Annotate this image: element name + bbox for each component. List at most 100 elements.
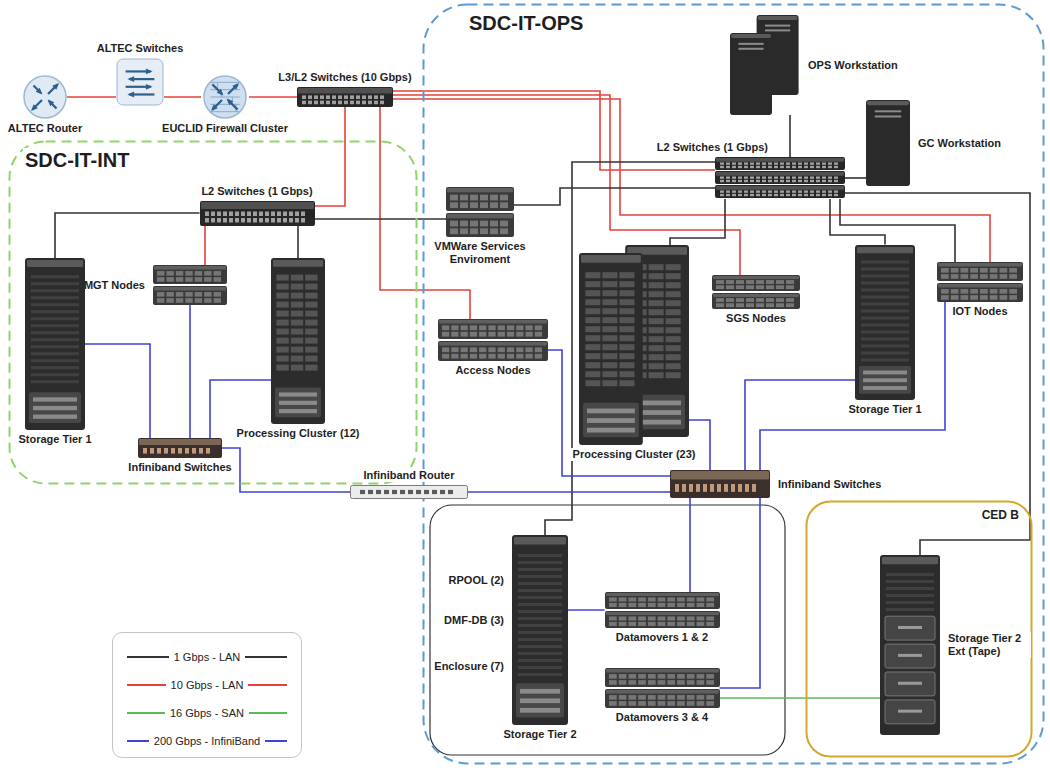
- icon-part: [861, 288, 909, 291]
- icon-part: [822, 162, 826, 164]
- icon-part: [647, 680, 655, 685]
- icon-part: [305, 293, 317, 299]
- icon-part: [368, 101, 372, 105]
- icon-part: [605, 592, 720, 609]
- icon-part: [446, 187, 514, 237]
- icon-part: [350, 101, 354, 105]
- icon-part: [619, 308, 634, 314]
- icon-part: [587, 418, 635, 423]
- icon-part: [271, 218, 275, 223]
- icon-part: [205, 218, 209, 223]
- icon-part: [1000, 295, 1008, 300]
- storage-rack: Storage Tier 1: [25, 258, 85, 430]
- icon-part: [291, 320, 303, 326]
- icon-part: [384, 490, 389, 494]
- icon-part: [24, 76, 66, 118]
- icon-part: [31, 380, 79, 383]
- icon-part: [25, 258, 85, 430]
- icon-part: [638, 616, 646, 620]
- icon-part: [756, 298, 764, 302]
- icon-part: [498, 347, 505, 352]
- icon-part: [178, 448, 182, 454]
- icon-part: [834, 190, 838, 192]
- icon-part: [470, 221, 478, 227]
- legend-row: 16 Gbps - SAN: [113, 703, 301, 723]
- icon-part: [706, 680, 714, 685]
- icon-part: [677, 680, 685, 685]
- icon-part: [736, 285, 744, 289]
- icon-part: [765, 25, 790, 27]
- icon-part: [886, 587, 934, 590]
- icon-part: [738, 190, 742, 192]
- icon-part: [609, 674, 617, 679]
- icon-part: [746, 303, 754, 307]
- device-icon: [670, 470, 770, 498]
- icon-part: [1000, 268, 1008, 273]
- icon-part: [941, 268, 949, 273]
- icon-part: [195, 277, 202, 282]
- icon-part: [738, 176, 742, 178]
- icon-part: [738, 48, 763, 50]
- icon-part: [786, 194, 790, 196]
- icon-part: [951, 295, 959, 300]
- icon-part: [157, 271, 164, 276]
- icon-part: [276, 347, 288, 353]
- icon-part: [214, 292, 221, 297]
- icon-part: [400, 490, 405, 494]
- icon-part: [585, 371, 600, 377]
- icon-part: [461, 347, 468, 352]
- icon-part: [143, 448, 147, 454]
- switch-node: ALTEC Switches: [116, 58, 164, 106]
- icon-part: [157, 298, 164, 303]
- component-label: RPOOL (2): [447, 574, 506, 587]
- core-switch: L3/L2 Switches (10 Gbps): [297, 87, 393, 107]
- icon-part: [961, 268, 969, 273]
- icon-part: [880, 555, 940, 735]
- icon-part: [362, 101, 366, 105]
- icon-part: [276, 302, 288, 308]
- icon-part: [768, 194, 772, 196]
- icon-part: [861, 281, 909, 284]
- icon-part: [649, 264, 664, 270]
- icon-part: [689, 484, 693, 492]
- icon-part: [886, 594, 934, 597]
- icon-part: [792, 162, 796, 164]
- icon-part: [609, 622, 617, 626]
- icon-part: [657, 603, 665, 607]
- component-label-box: Enclosure (7): [386, 656, 506, 674]
- device-label: VMWare Services Enviroment: [430, 240, 530, 266]
- icon-part: [305, 311, 317, 317]
- icon-part: [649, 309, 664, 315]
- icon-part: [861, 316, 909, 319]
- icon-part: [780, 162, 784, 164]
- icon-part: [647, 603, 655, 607]
- icon-part: [490, 221, 498, 227]
- icon-part: [834, 180, 838, 182]
- icon-part: [638, 695, 646, 700]
- icon-part: [579, 245, 689, 445]
- icon-part: [438, 319, 548, 339]
- icon-part: [710, 484, 714, 492]
- icon-part: [677, 674, 685, 679]
- icon-part: [882, 557, 938, 564]
- icon-part: [585, 362, 600, 368]
- layout-box: L2 Switches (1 Gbps): [199, 185, 314, 198]
- icon-part: [951, 289, 959, 294]
- device-label: Processing Cluster (23): [571, 448, 698, 461]
- icon-part: [666, 363, 681, 369]
- icon-part: [31, 303, 79, 306]
- icon-part: [25, 258, 85, 430]
- icon-part: [33, 397, 77, 401]
- icon-part: [716, 186, 844, 190]
- icon-part: [518, 638, 562, 641]
- icon-part: [731, 484, 735, 492]
- icon-part: [720, 194, 724, 196]
- icon-part: [667, 680, 675, 685]
- icon-part: [822, 190, 826, 192]
- icon-part: [302, 101, 306, 105]
- icon-part: [898, 682, 922, 685]
- icon-part: [720, 162, 724, 164]
- icon-part: [885, 700, 935, 724]
- icon-part: [738, 180, 742, 182]
- icon-part: [703, 484, 707, 492]
